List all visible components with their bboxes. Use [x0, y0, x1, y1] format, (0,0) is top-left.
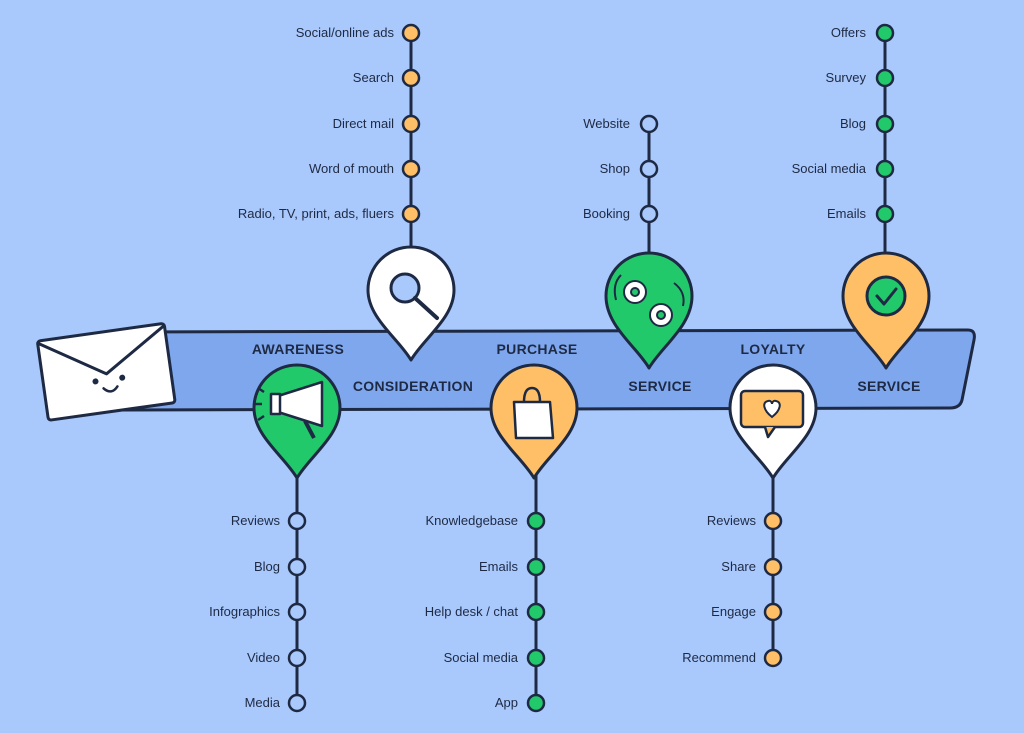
touchpoint-node: [401, 23, 421, 43]
touchpoint-node: [875, 68, 895, 88]
touchpoint-label: Shop: [599, 161, 630, 176]
megaphone-icon: [255, 380, 324, 439]
heart-speech-bubble-icon: [739, 389, 805, 439]
stage-label-loyalty: LOYALTY: [740, 341, 806, 357]
touchpoint-label: Direct mail: [332, 116, 394, 131]
touchpoint-label: Share: [721, 559, 756, 574]
stage-label-consideration: CONSIDERATION: [352, 378, 474, 394]
touchpoint-node: [526, 511, 546, 531]
touchpoint-label: Blog: [253, 559, 280, 574]
touchpoint-label: Help desk / chat: [424, 604, 518, 619]
touchpoint-label: Search: [352, 70, 394, 85]
touchpoint-node: [875, 114, 895, 134]
stage-label-purchase: PURCHASE: [496, 341, 578, 357]
touchpoint-label: Knowledgebase: [425, 513, 518, 528]
touchpoint-label: Social/online ads: [295, 25, 394, 40]
touchpoint-label: Emails: [826, 206, 866, 221]
touchpoint-node: [401, 204, 421, 224]
touchpoint-label: Media: [244, 695, 280, 710]
touchpoint-label: Reviews: [706, 513, 756, 528]
magnifier-icon: [389, 272, 439, 320]
touchpoint-label: Infographics: [209, 604, 280, 619]
touchpoint-node: [287, 511, 307, 531]
touchpoint-node: [526, 602, 546, 622]
touchpoint-node: [287, 693, 307, 713]
touchpoint-node: [401, 68, 421, 88]
awareness-pin: [252, 363, 342, 480]
touchpoint-node: [287, 602, 307, 622]
stage-label-service: SERVICE: [857, 378, 921, 394]
touchpoint-node: [287, 648, 307, 668]
touchpoint-label: Word of mouth: [308, 161, 394, 176]
gears-icon: [613, 274, 685, 327]
touchpoint-node: [763, 511, 783, 531]
touchpoint-label: Reviews: [230, 513, 280, 528]
touchpoint-node: [526, 693, 546, 713]
touchpoint-node: [875, 159, 895, 179]
touchpoint-nodes: [287, 23, 895, 713]
touchpoint-label: Survey: [825, 70, 866, 85]
touchpoint-node: [526, 648, 546, 668]
shopping-bag-icon: [512, 386, 555, 440]
touchpoint-node: [763, 648, 783, 668]
touchpoint-node: [401, 159, 421, 179]
checkmark-icon: [865, 275, 907, 317]
stage-label-awareness: AWARENESS: [251, 341, 345, 357]
service-1-pin: [604, 251, 694, 370]
consideration-pin: [366, 245, 456, 362]
touchpoint-node: [763, 557, 783, 577]
touchpoint-node: [875, 204, 895, 224]
touchpoint-node: [639, 159, 659, 179]
touchpoint-node: [875, 23, 895, 43]
touchpoint-label: Booking: [583, 206, 630, 221]
touchpoint-node: [526, 557, 546, 577]
touchpoint-label: Recommend: [682, 650, 756, 665]
touchpoint-label: Social media: [443, 650, 518, 665]
touchpoint-label: Radio, TV, print, ads, fluers: [237, 206, 394, 221]
touchpoint-node: [763, 602, 783, 622]
envelope-icon: [36, 322, 177, 422]
touchpoint-label: Social media: [791, 161, 866, 176]
stage-label-service: SERVICE: [628, 378, 692, 394]
touchpoint-label: App: [494, 695, 518, 710]
touchpoint-label: Engage: [711, 604, 756, 619]
touchpoint-label: Emails: [478, 559, 518, 574]
touchpoint-label: Video: [246, 650, 280, 665]
touchpoint-node: [401, 114, 421, 134]
touchpoint-label: Blog: [839, 116, 866, 131]
touchpoint-node: [639, 204, 659, 224]
touchpoint-node: [639, 114, 659, 134]
touchpoint-label: Website: [583, 116, 630, 131]
touchpoint-node: [287, 557, 307, 577]
touchpoint-label: Offers: [830, 25, 866, 40]
